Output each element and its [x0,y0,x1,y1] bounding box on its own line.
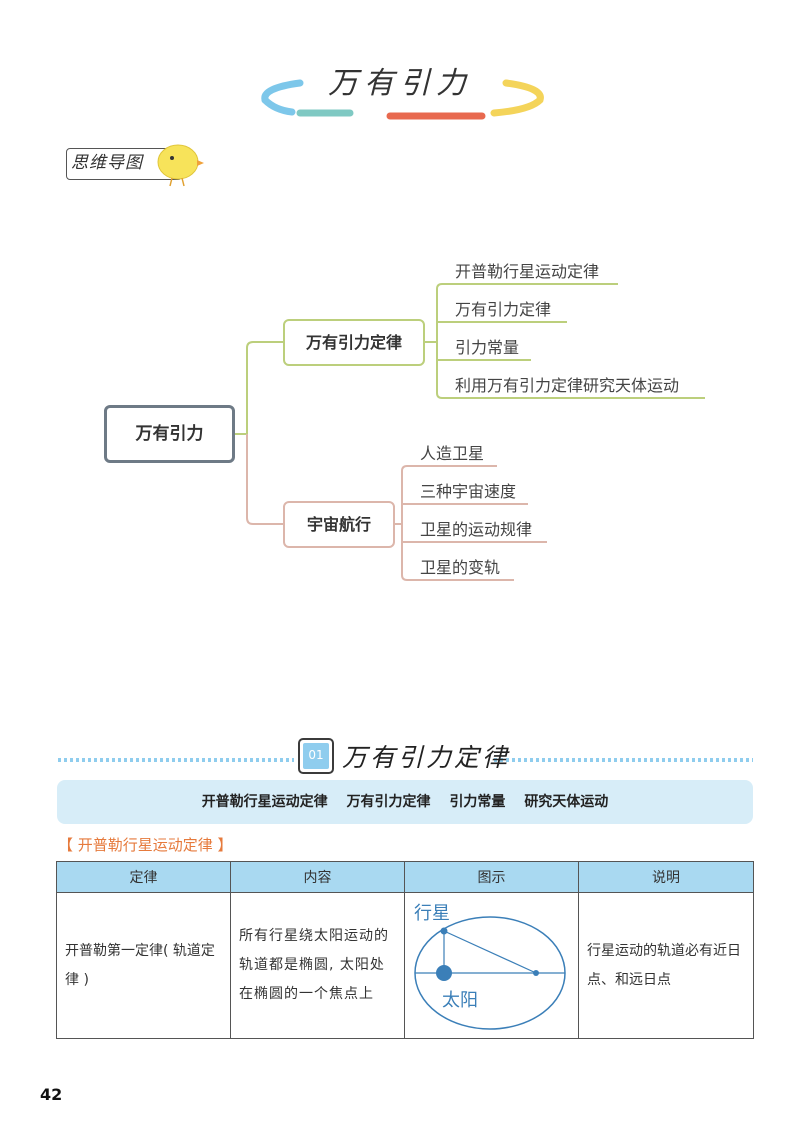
chick-icon [157,144,204,187]
title-decoration [261,79,544,120]
title-arc-right [490,79,544,117]
section-number: 01 [303,743,329,769]
topic-item: 万有引力定律 [346,794,431,810]
title-arc-left-lower [261,96,296,116]
section-dotted-lines [58,758,753,762]
leaf-satellite-motion: 卫星的运动规律 [420,520,533,539]
cell-diagram: 行星 太阳 [404,892,579,1039]
cell-note: 行星运动的轨道必有近日点、和远日点 [578,892,754,1039]
table-row: 开普勒第一定律( 轨道定律 ) 所有行星绕太阳运动的轨道都是椭圆, 太阳处在椭圆… [56,892,754,1039]
cell-content: 所有行星绕太阳运动的轨道都是椭圆, 太阳处在椭圆的一个焦点上 [230,892,405,1039]
branch-gravitation-law: 万有引力定律 [283,319,425,366]
leaf-gravitation-law: 万有引力定律 [455,300,552,319]
branch-space-flight: 宇宙航行 [283,501,395,548]
planet-dot [440,927,448,935]
subsection-heading: 【 开普勒行星运动定律 】 [58,836,233,854]
mind-map-label: 思维导图 [66,148,182,180]
title-arc-left [261,79,304,104]
column-header-diagram: 图示 [404,861,579,893]
section-number-badge: 01 [298,738,334,774]
leaf-orbit-transfer: 卫星的变轨 [420,558,501,577]
topic-item: 研究天体运动 [524,794,609,810]
kepler-law-table: 定律 内容 图示 说明 开普勒第一定律( 轨道定律 ) 所有行星绕太阳运动的轨道… [56,861,754,1039]
column-header-law: 定律 [56,861,231,893]
ellipse-orbit-diagram: 行星 太阳 [414,903,566,1030]
page-number: 42 [40,1085,63,1104]
focus-dot [533,970,539,976]
column-header-note: 说明 [578,861,754,893]
mind-map-connectors [235,283,705,581]
topic-item: 引力常量 [449,794,506,810]
section-title: 万有引力定律 [342,743,511,772]
page-title: 万有引力 [328,66,472,101]
topic-item: 开普勒行星运动定律 [201,794,328,810]
table-header-row: 定律 内容 图示 说明 [56,861,754,893]
leaf-artificial-satellite: 人造卫星 [420,444,485,463]
section-topics-bar: 开普勒行星运动定律 万有引力定律 引力常量 研究天体运动 [57,780,753,824]
sun-label: 太阳 [442,990,478,1011]
sun-dot [436,965,452,981]
leaf-celestial-motion: 利用万有引力定律研究天体运动 [455,376,680,395]
leaf-cosmic-velocities: 三种宇宙速度 [420,482,517,501]
column-header-content: 内容 [230,861,405,893]
cell-law: 开普勒第一定律( 轨道定律 ) [56,892,231,1039]
mind-map-root: 万有引力 [104,405,235,463]
leaf-gravitational-constant: 引力常量 [455,338,520,357]
planet-line-diagonal [443,930,537,974]
planet-label: 行星 [414,903,450,924]
leaf-kepler-laws: 开普勒行星运动定律 [455,262,600,281]
